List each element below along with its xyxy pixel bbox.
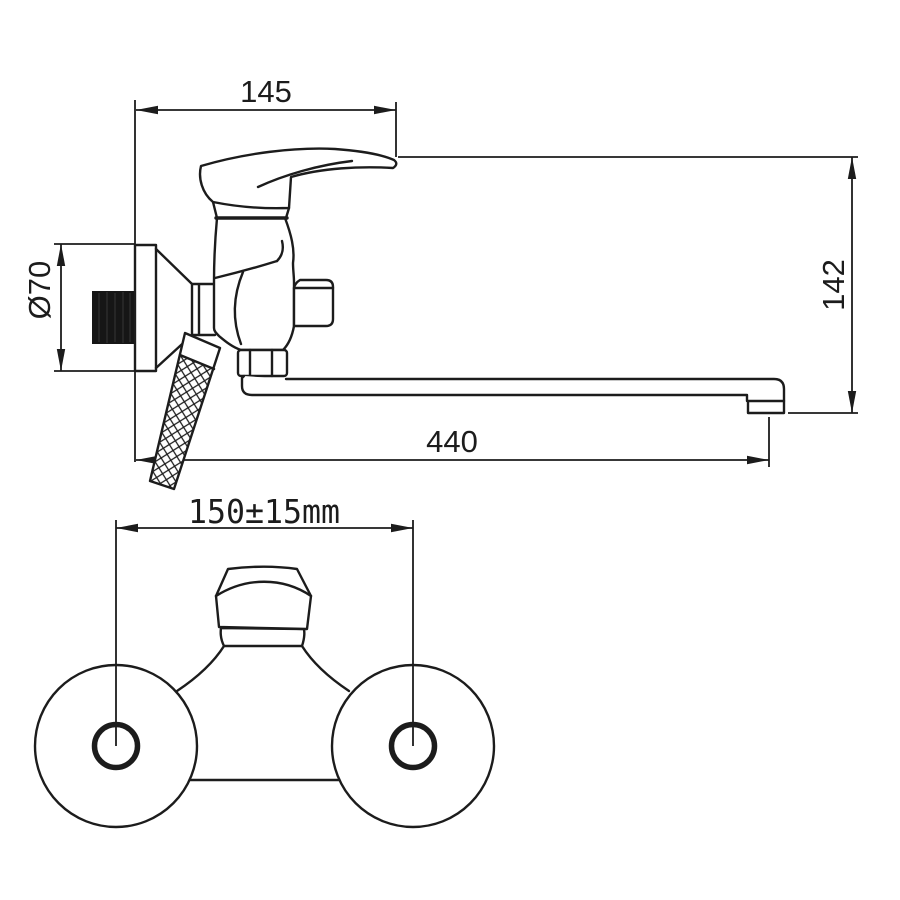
dim-label-145: 145	[240, 74, 292, 109]
dimension-flange-diameter: Ø70	[22, 243, 135, 372]
dimension-mounting-centers: 150±15mm	[115, 492, 414, 746]
body-top-silhouette	[175, 565, 351, 782]
bottom-view: 150±15mm	[33, 492, 496, 829]
arrowhead	[136, 455, 158, 465]
aerator-tip	[746, 399, 786, 415]
arrowhead	[374, 105, 396, 115]
body-contour-line	[275, 239, 284, 263]
dimension-overall-height: 142	[398, 156, 858, 414]
arrowhead	[747, 455, 769, 465]
body-flare-left	[175, 644, 226, 693]
lever-inner-line	[256, 159, 354, 189]
dim-label-mounting-centers: 150±15mm	[188, 492, 340, 531]
dimension-spout-reach: 440	[136, 417, 770, 467]
body-contour-line	[213, 259, 279, 280]
handle-knob	[214, 565, 313, 631]
arrowhead	[391, 523, 413, 533]
cartridge-collar	[219, 626, 306, 648]
arrowhead	[56, 349, 66, 371]
lever-handle	[198, 147, 398, 210]
spout-nut	[236, 348, 289, 378]
wall-flange	[133, 243, 158, 373]
dim-label-440: 440	[426, 424, 478, 459]
arrowhead	[847, 391, 857, 413]
body-contour-line	[233, 270, 245, 346]
knob-face-curve	[214, 580, 313, 598]
dim-label-flange-diameter: Ø70	[22, 261, 57, 320]
supply-hose	[148, 331, 222, 491]
body-flare-right	[300, 644, 351, 693]
threaded-tail	[92, 291, 136, 344]
front-elevation-view: 145 142 Ø70 440	[22, 74, 858, 491]
spout-pipe	[240, 374, 786, 415]
check-valve-block	[292, 278, 335, 328]
arrowhead	[56, 244, 66, 266]
arrowhead	[116, 523, 138, 533]
mixer-body	[212, 216, 296, 352]
hose-collar-line	[178, 353, 216, 371]
arrowhead	[847, 157, 857, 179]
dim-label-142: 142	[816, 259, 851, 311]
dimension-handle-projection: 145	[136, 74, 397, 157]
handle-cap	[198, 147, 398, 220]
arrowhead	[136, 105, 158, 115]
